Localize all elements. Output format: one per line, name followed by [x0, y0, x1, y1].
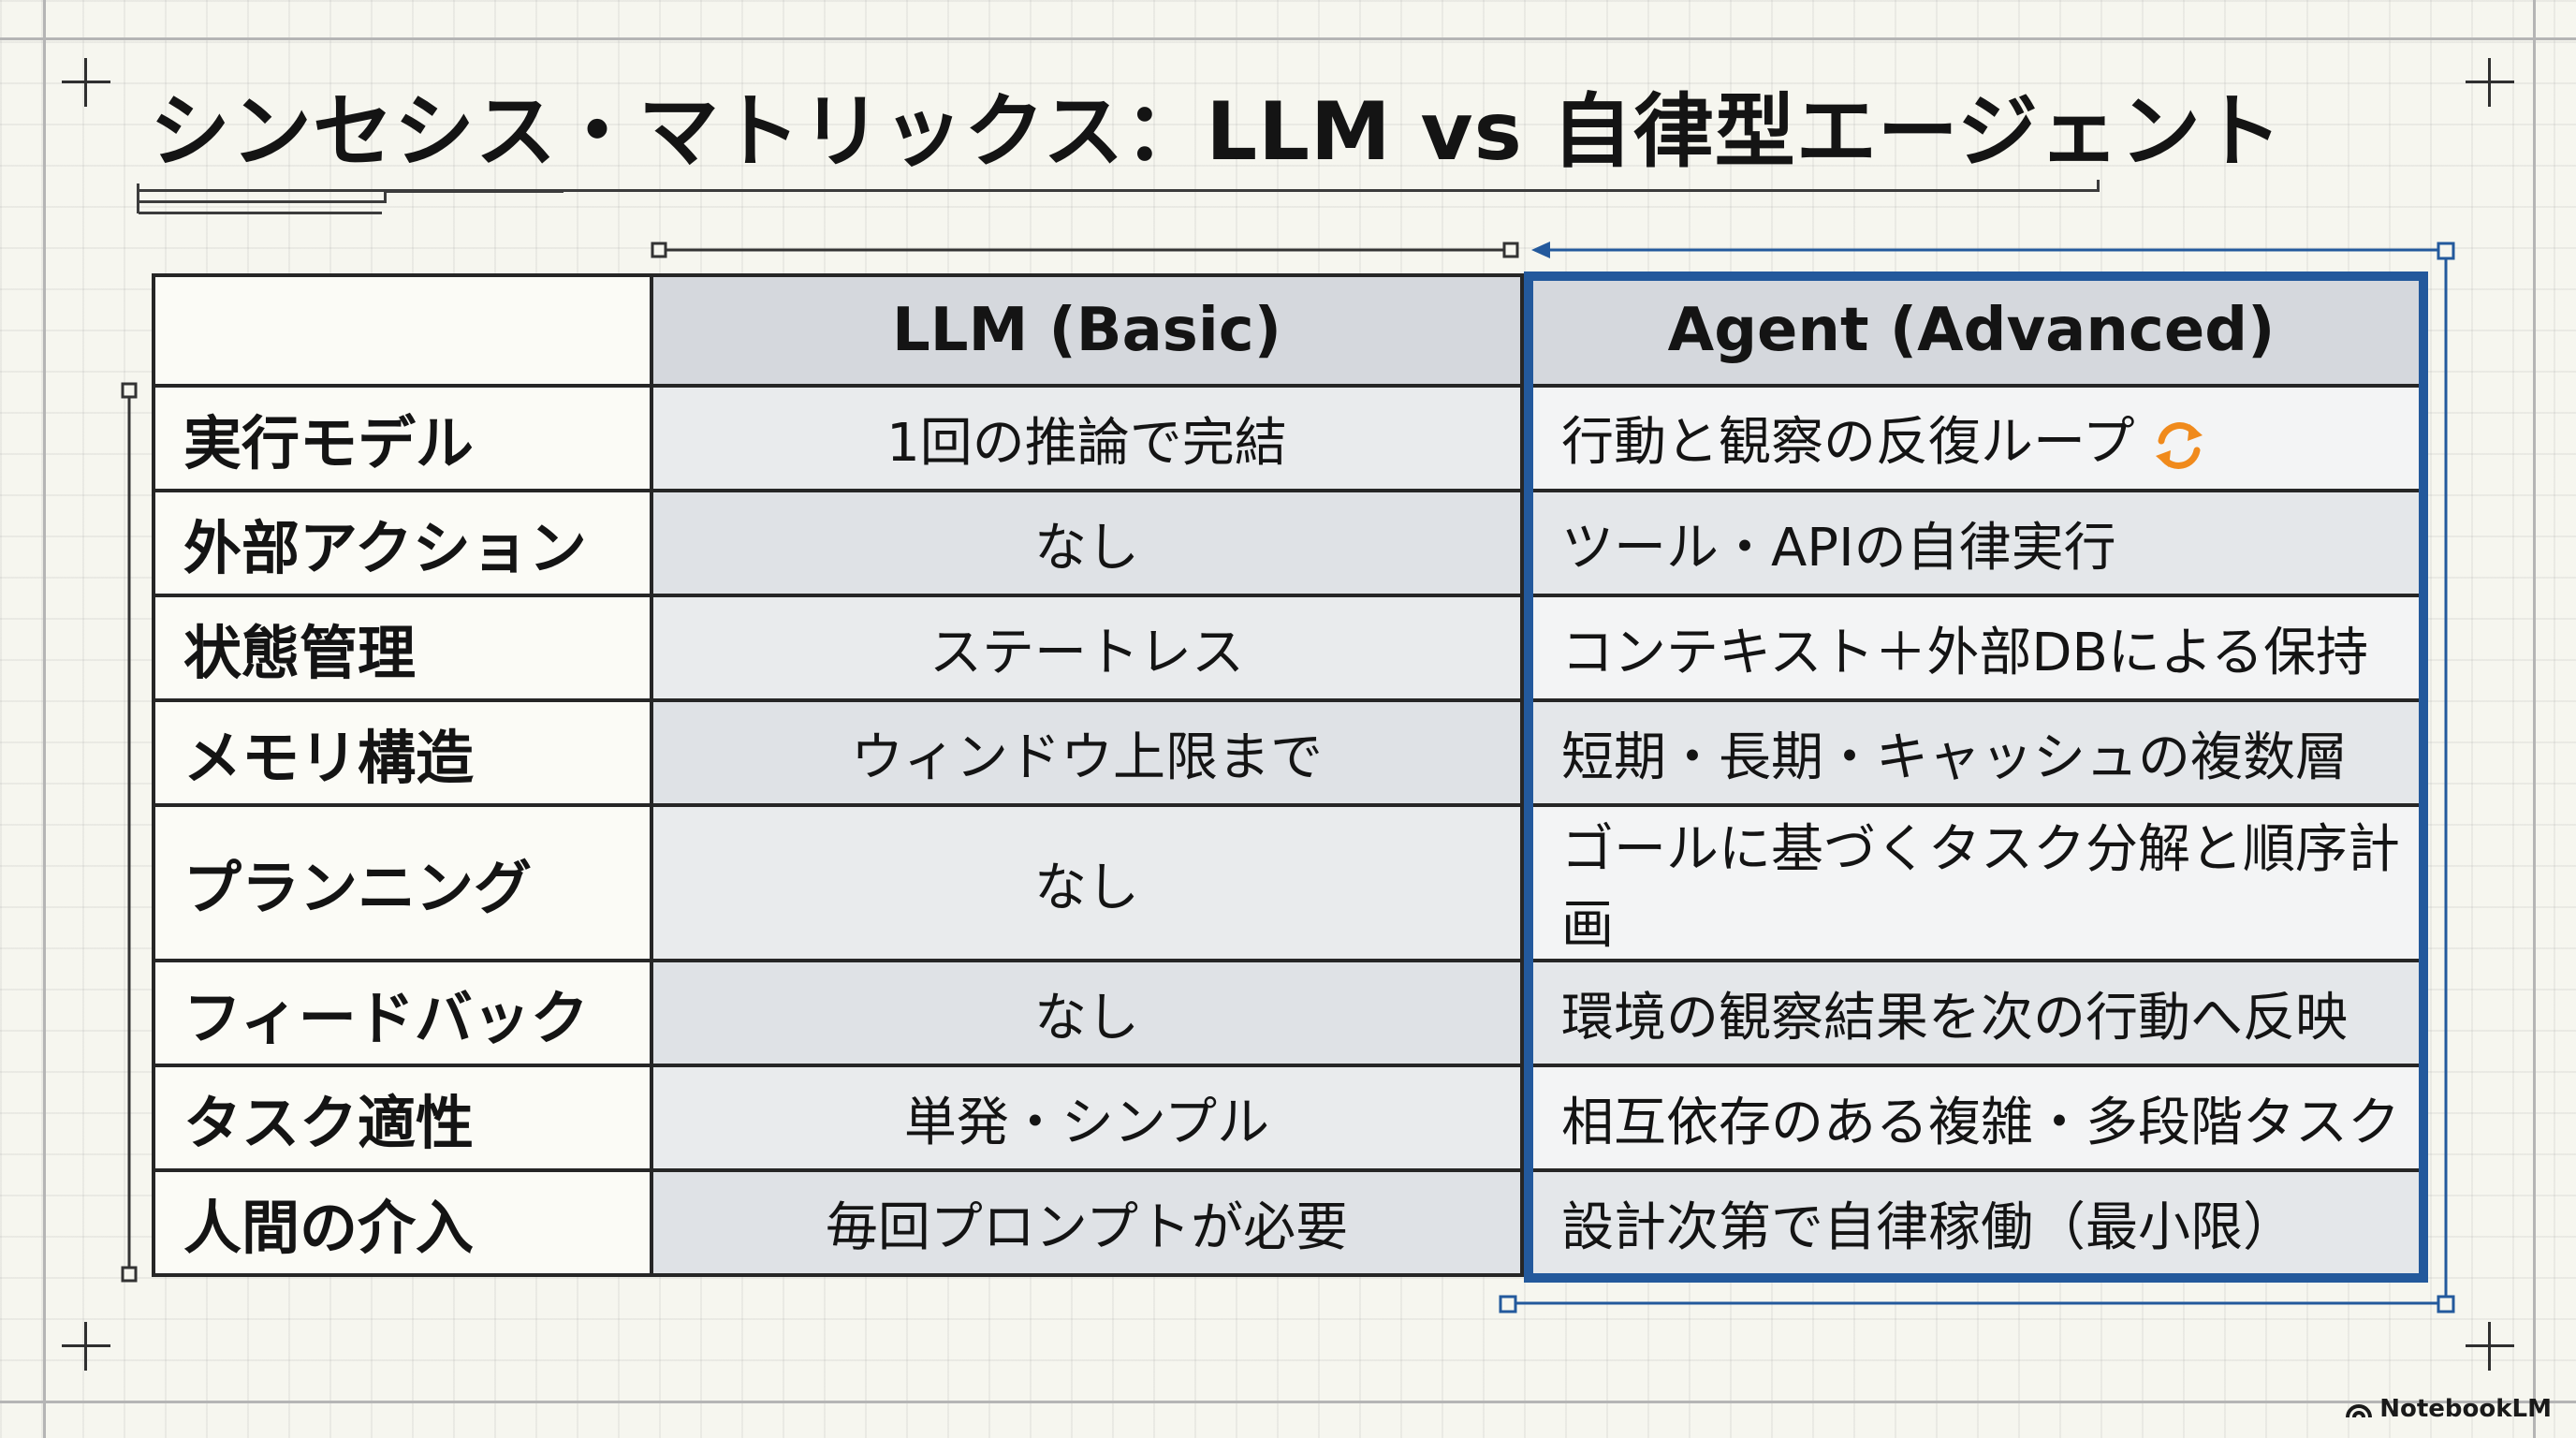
synthesis-matrix-table: LLM (Basic) Agent (Advanced) 実行モデル 1回の推論… — [152, 273, 2422, 1277]
row-label: 状態管理 — [152, 594, 653, 702]
agent-cell: 相互依存のある複雑・多段階タスク — [1520, 1064, 2422, 1172]
title-bracket — [137, 183, 151, 213]
agent-cell: ゴールに基づくタスク分解と順序計画 — [1520, 803, 2422, 962]
crosshair-bottom-right — [2466, 1322, 2514, 1371]
row-label: タスク適性 — [152, 1064, 653, 1172]
llm-cell: 毎回プロンプトが必要 — [650, 1168, 1524, 1277]
agent-cell: 行動と観察の反復ループ — [1520, 384, 2422, 492]
row-label: 外部アクション — [152, 489, 653, 597]
watermark-text: NotebookLM — [2379, 1395, 2552, 1423]
frame-line-top — [0, 37, 2576, 40]
table-row: タスク適性 単発・シンプル 相互依存のある複雑・多段階タスク — [152, 1064, 2422, 1172]
llm-cell: なし — [650, 959, 1524, 1067]
title-underline — [139, 180, 2100, 192]
header-llm: LLM (Basic) — [650, 273, 1524, 388]
table-header-row: LLM (Basic) Agent (Advanced) — [152, 273, 2422, 388]
llm-cell: ウィンドウ上限まで — [650, 698, 1524, 807]
llm-cell: 単発・シンプル — [650, 1064, 1524, 1172]
llm-cell: ステートレス — [650, 594, 1524, 702]
agent-cell: コンテキスト＋外部DBによる保持 — [1520, 594, 2422, 702]
crosshair-top-left — [62, 58, 110, 107]
table-row: 実行モデル 1回の推論で完結 行動と観察の反復ループ — [152, 384, 2422, 492]
table-row: フィードバック なし 環境の観察結果を次の行動へ反映 — [152, 959, 2422, 1067]
title-tech-line — [139, 200, 384, 203]
frame-line-right — [2533, 0, 2536, 1438]
llm-cell: 1回の推論で完結 — [650, 384, 1524, 492]
crosshair-bottom-left — [62, 1322, 110, 1371]
title-tech-line — [384, 190, 387, 203]
llm-cell: なし — [650, 803, 1524, 962]
agent-cell: ツール・APIの自律実行 — [1520, 489, 2422, 597]
table-row: 人間の介入 毎回プロンプトが必要 設計次第で自律稼働（最小限） — [152, 1168, 2422, 1277]
llm-cell: なし — [650, 489, 1524, 597]
notebooklm-watermark: NotebookLM — [2346, 1395, 2552, 1423]
title-tech-line — [139, 212, 382, 214]
crosshair-top-right — [2466, 58, 2514, 107]
header-agent: Agent (Advanced) — [1520, 273, 2422, 388]
corner-cell — [152, 273, 653, 388]
table-row: プランニング なし ゴールに基づくタスク分解と順序計画 — [152, 803, 2422, 962]
notebooklm-logo-icon — [2346, 1404, 2373, 1418]
page-title: シンセシス・マトリックス：LLM vs 自律型エージェント — [150, 85, 2284, 179]
frame-line-left — [43, 0, 46, 1438]
frame-line-bottom — [0, 1401, 2576, 1403]
row-label: プランニング — [152, 803, 653, 962]
agent-cell: 環境の観察結果を次の行動へ反映 — [1520, 959, 2422, 1067]
agent-cell-text: 行動と観察の反復ループ — [1561, 412, 2135, 474]
refresh-icon — [2155, 422, 2203, 469]
title-tech-line — [384, 190, 564, 193]
row-label: フィードバック — [152, 959, 653, 1067]
table-row: 外部アクション なし ツール・APIの自律実行 — [152, 489, 2422, 597]
row-label: メモリ構造 — [152, 698, 653, 807]
agent-cell: 設計次第で自律稼働（最小限） — [1520, 1168, 2422, 1277]
table-row: メモリ構造 ウィンドウ上限まで 短期・長期・キャッシュの複数層 — [152, 698, 2422, 807]
table-row: 状態管理 ステートレス コンテキスト＋外部DBによる保持 — [152, 594, 2422, 702]
row-label: 人間の介入 — [152, 1168, 653, 1277]
row-label: 実行モデル — [152, 384, 653, 492]
agent-cell: 短期・長期・キャッシュの複数層 — [1520, 698, 2422, 807]
